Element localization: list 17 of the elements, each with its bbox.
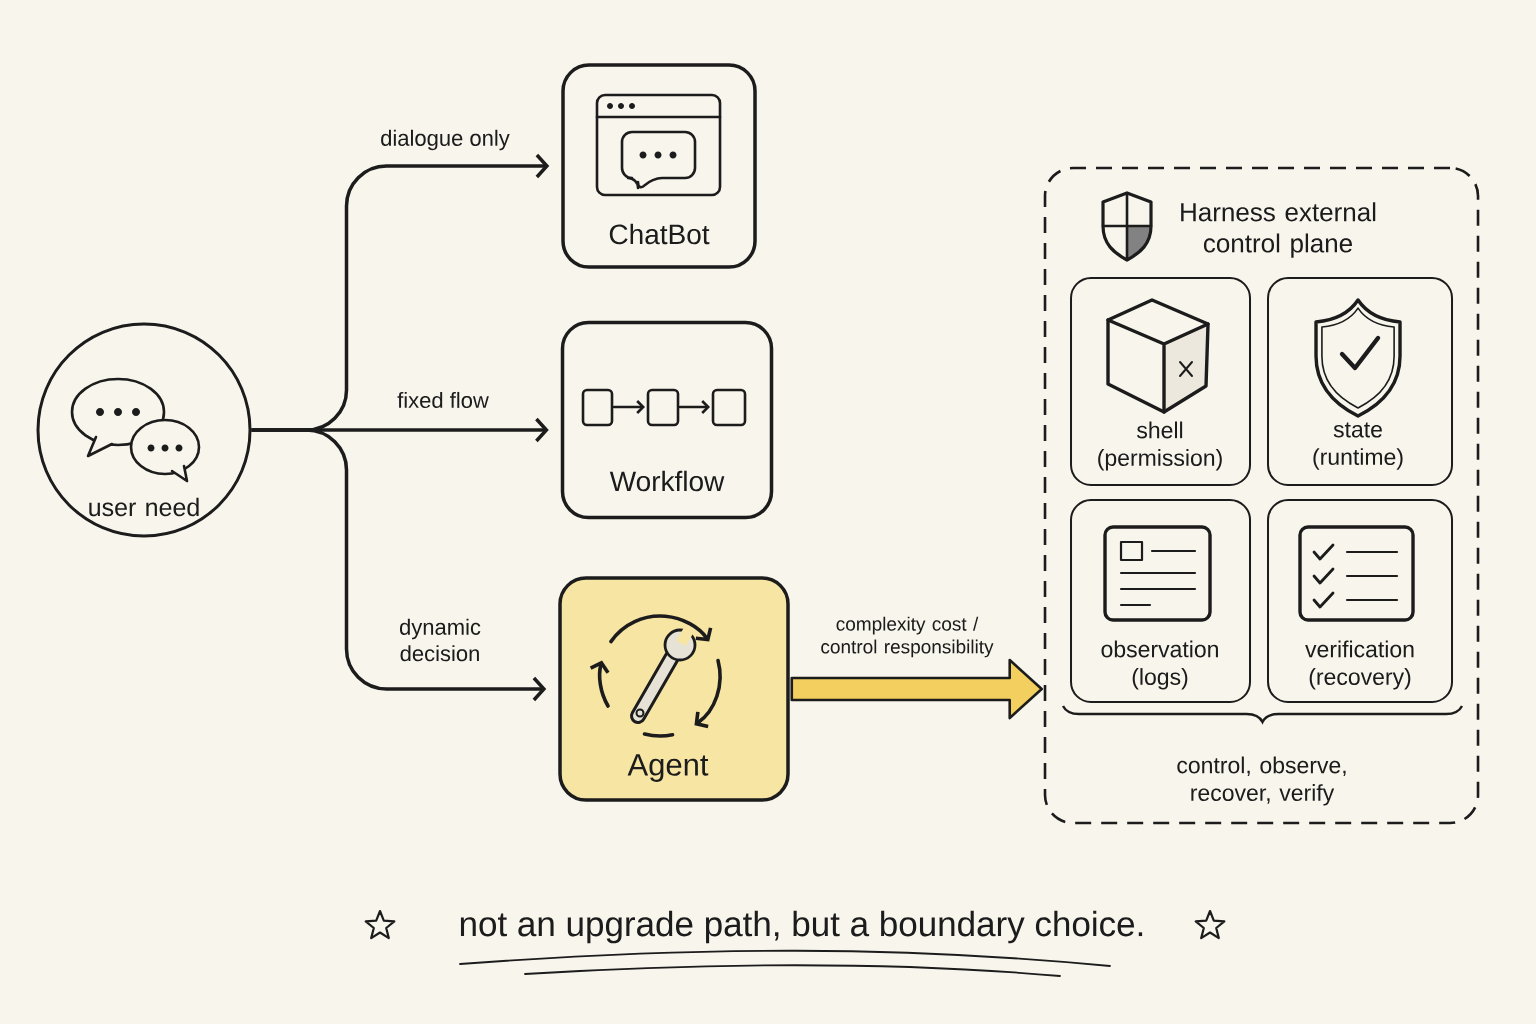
component-box: shell (permission) [1070,277,1251,486]
panel-caption: control, observe, recover, verify [1177,756,1346,806]
edge-label: dynamic decision [399,618,481,662]
arrow [251,428,547,702]
edge-label: fixed flow [397,391,489,409]
highlighted-box: Agent [558,576,790,802]
circle-node: user need [36,322,252,538]
component-box: state (runtime) [1267,277,1453,486]
block-arrow [790,658,1043,720]
edge-label: dialogue only [381,129,510,151]
option-box: Workflow [560,320,774,520]
panel-title: Harness external control plane [1181,202,1376,258]
note-text: not an upgrade path, but a boundary choice. [460,910,1143,944]
option-box: ChatBot [561,63,757,269]
edge-label: complexity cost / control responsibility [821,616,994,658]
component-box: verification (recovery) [1267,499,1453,703]
component-box: observation (logs) [1070,499,1251,703]
